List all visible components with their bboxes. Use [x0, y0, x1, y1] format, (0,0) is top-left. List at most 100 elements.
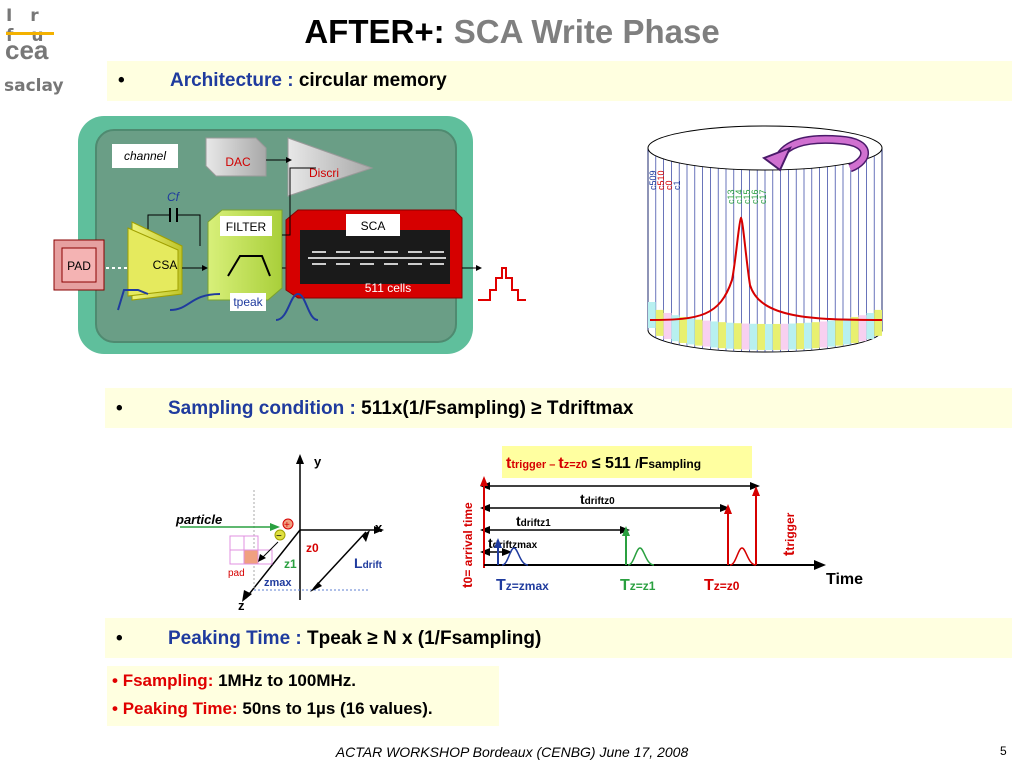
discri-label: Discri — [309, 166, 339, 180]
ldrift-main: L — [354, 555, 363, 571]
drum-rotation-arrowhead — [761, 146, 792, 172]
zmax-label: zmax — [264, 577, 292, 589]
cf-label: Cf — [167, 190, 181, 204]
pad-label: PAD — [67, 259, 91, 273]
sca-output-waveform — [478, 267, 526, 301]
drum-band-cell — [780, 323, 789, 350]
drum-band-cell — [749, 323, 758, 350]
drum-peak-waveform — [649, 216, 883, 321]
ldrift-label: Ldrift — [354, 555, 383, 571]
note-peaking-label: Peaking Time: — [122, 699, 238, 718]
T-z0-label: Tz=z0 — [704, 577, 740, 594]
particle-label: particle — [175, 512, 222, 527]
timing-diagram: ttrigger – tz=z0 ≤ 511 /Fsampling tdrift… — [459, 446, 863, 594]
architecture-diagram: channel DAC Discri Cf PAD CSA FILTER tpe… — [53, 116, 526, 354]
dac-block — [205, 137, 267, 177]
drum-band-cell — [858, 315, 867, 342]
footer-text: ACTAR WORKSHOP Bordeaux (CENBG) June 17,… — [335, 744, 689, 760]
pad-label: pad — [228, 568, 245, 579]
drum-band-cell — [687, 318, 695, 345]
drum-band-cell — [741, 323, 750, 350]
drift-geometry-diagram: y x z Ldrift particle pad + − z0 z1 zmax — [175, 454, 384, 613]
z0-label: z0 — [306, 541, 319, 555]
svg-text:−: − — [276, 531, 282, 542]
bullet: • — [118, 70, 125, 91]
drum-band-cell — [718, 322, 726, 349]
drum-band-cell — [702, 320, 711, 347]
trigger-condition-box — [502, 446, 752, 478]
drum-label-c509: c509 — [648, 170, 658, 190]
drum-band-cell — [733, 323, 742, 350]
minus-charge — [274, 529, 286, 541]
sampling-heading: • Sampling condition : 511x(1/Fsampling) … — [106, 398, 633, 420]
drum-band-cell — [804, 322, 812, 349]
drum-label-c1: c1 — [672, 180, 682, 190]
T-zmax-label: Tz=zmax — [496, 577, 549, 594]
drum-label-c17: c17 — [758, 189, 768, 204]
peaking-text: Tpeak ≥ N x (1/Fsampling) — [307, 628, 542, 649]
drum-label-c15: c15 — [742, 189, 752, 204]
filter-input-waveform — [169, 293, 221, 311]
sca-cells-label: 511 cells — [365, 281, 411, 295]
bullet: • — [116, 398, 123, 419]
drum-band-cell — [726, 322, 734, 349]
dac-label: DAC — [225, 155, 251, 169]
note-fsampling-text: 1MHz to 100MHz. — [213, 671, 356, 690]
drum-band-cell — [866, 312, 875, 339]
logo-saclay-text: saclay — [4, 76, 64, 96]
axis-x-label: x — [375, 520, 383, 535]
logo-cea-mark: cea — [5, 35, 49, 65]
sampling-text: 511x(1/Fsampling) ≥ Tdriftmax — [361, 398, 634, 419]
architecture-label: Architecture : — [170, 70, 294, 91]
notes-box — [107, 666, 499, 726]
z1-label: z1 — [284, 557, 297, 571]
peaking-band — [105, 618, 1012, 658]
drum-band-cell — [710, 321, 719, 348]
circular-memory-drum: c509 c510 c0 c1 c13 c14 c15 c16 c17 — [647, 125, 883, 353]
drum-band-cell — [850, 316, 859, 343]
drum-label-c14: c14 — [734, 189, 744, 204]
filter-output-waveform — [275, 292, 319, 321]
peaking-heading: •Peaking Time : Tpeak ≥ N x (1/Fsampling… — [106, 628, 541, 650]
note-bullet: • — [112, 671, 118, 690]
pulse-z0 — [729, 547, 757, 566]
drum-band-cell — [757, 323, 765, 350]
drum-label-c0: c0 — [664, 180, 674, 190]
drum-band-cell — [679, 316, 687, 343]
channel-label: channel — [124, 149, 166, 163]
drum-mid-labels: c13 c14 c15 c16 c17 — [726, 189, 768, 204]
architecture-band — [107, 61, 1012, 101]
drum-top — [647, 125, 883, 171]
drum-label-c16: c16 — [750, 189, 760, 204]
trigger-condition: ttrigger – tz=z0 ≤ 511 /Fsampling — [506, 455, 701, 472]
drum-label-c13: c13 — [726, 189, 736, 204]
drum-band-cell — [835, 319, 843, 346]
axis-y-label: y — [314, 454, 322, 469]
drum-band-cell — [788, 323, 797, 350]
t-trigger-label: ttrigger — [781, 512, 798, 556]
sca-label: SCA — [361, 219, 386, 233]
drum-band-cell — [694, 319, 703, 346]
drum-label-c510: c510 — [656, 170, 666, 190]
tdrift-z1-label: tdriftz1 — [516, 513, 551, 529]
tdrift-zmax-label: tdriftzmax — [488, 535, 538, 551]
sampling-label: Sampling condition : — [168, 398, 356, 419]
slide-title: AFTER+: SCA Write Phase — [0, 13, 1024, 51]
ldrift-sub: drift — [363, 560, 383, 571]
filter-shape — [227, 255, 271, 277]
sca-capacitors — [308, 251, 446, 265]
pulse-zmax — [501, 547, 529, 566]
drum-band-cell — [765, 324, 773, 350]
architecture-heading: • Architecture : circular memory — [108, 70, 447, 92]
irfu-cea-saclay-logo: I r f u cea saclay — [0, 0, 64, 100]
note-bullet: • — [112, 699, 118, 718]
csa-label: CSA — [153, 258, 178, 272]
architecture-text: circular memory — [298, 70, 447, 91]
drum-band-cell — [648, 302, 656, 328]
discri-block — [287, 137, 374, 197]
title-sub: SCA Write Phase — [453, 13, 720, 50]
drum-band-cell — [655, 309, 664, 336]
drum-band-cell — [671, 315, 680, 342]
note-fsampling: • Fsampling: 1MHz to 100MHz. — [112, 671, 356, 691]
logo-cea-text: cea — [5, 35, 49, 65]
